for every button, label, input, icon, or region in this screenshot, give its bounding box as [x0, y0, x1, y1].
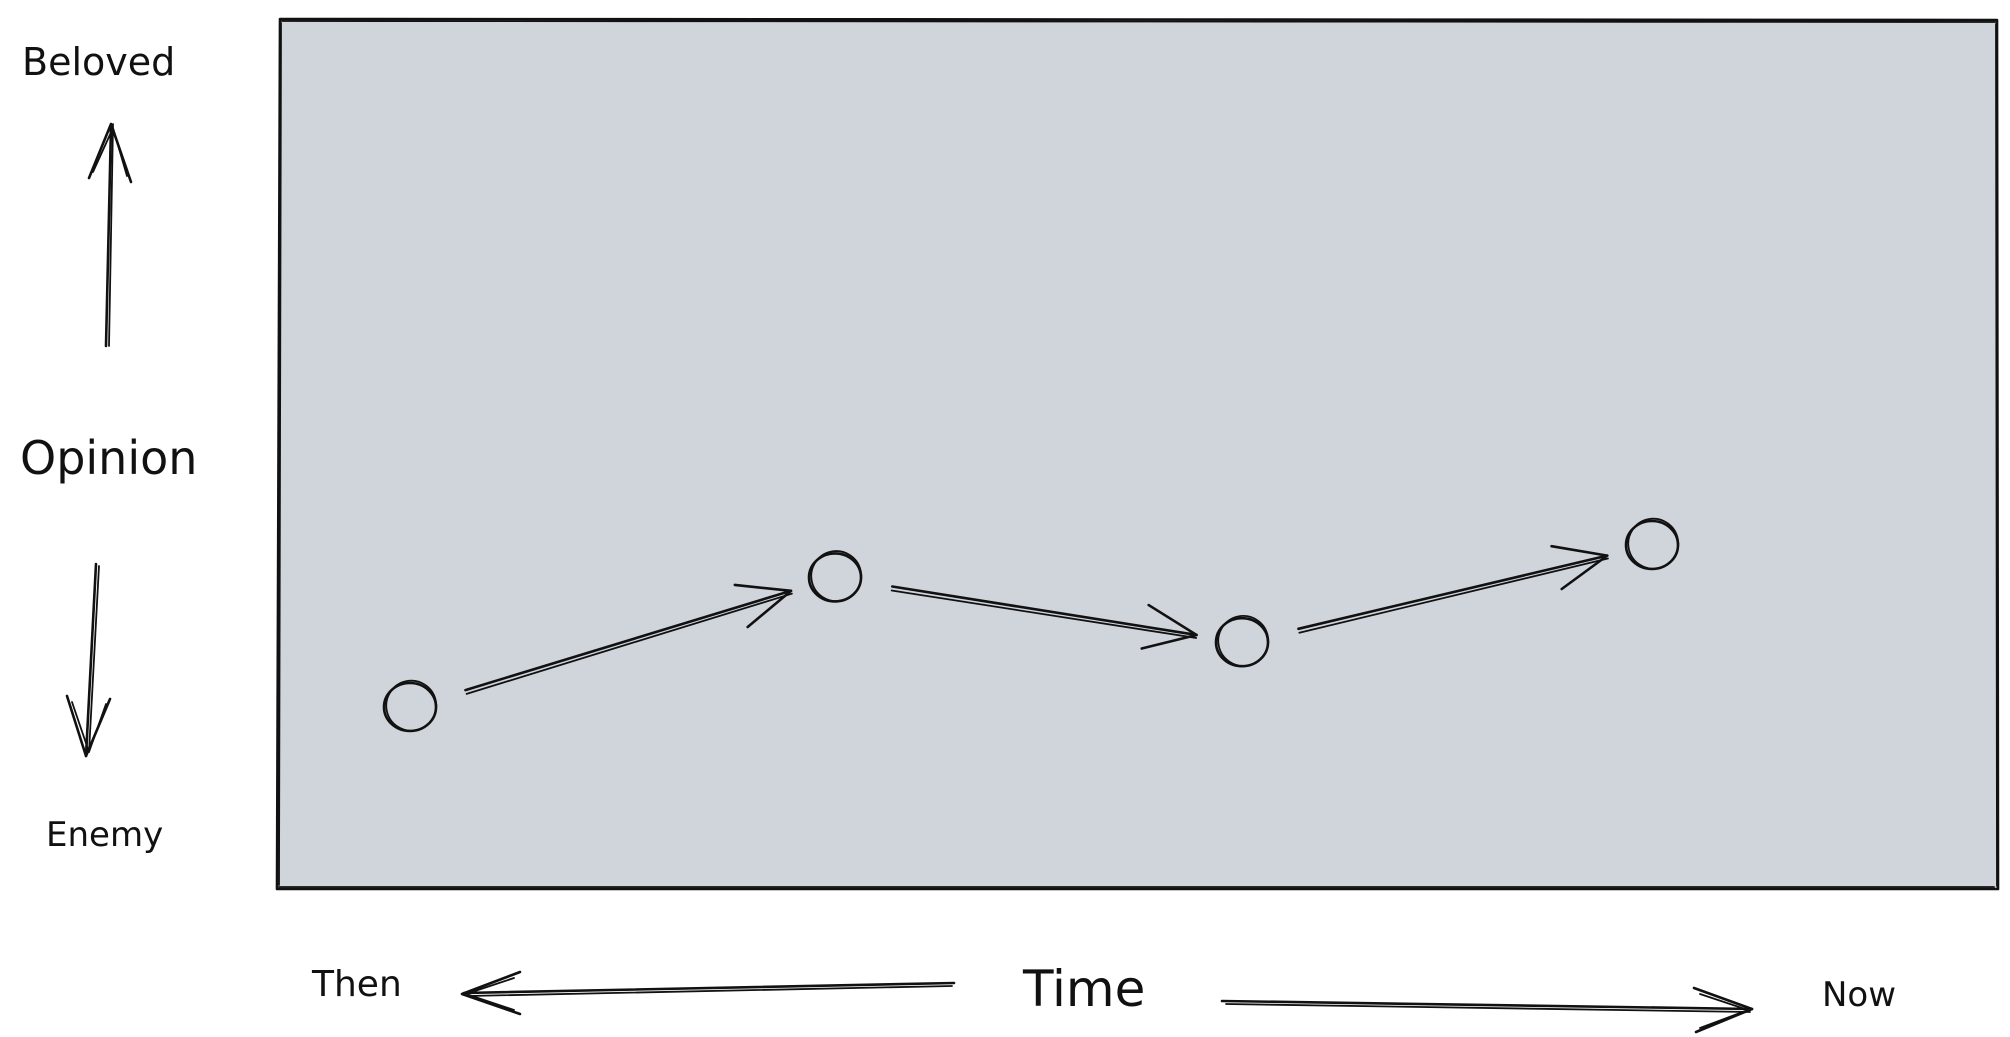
connector-arrow-icon [1297, 544, 1609, 634]
connector-arrow-icon [464, 583, 793, 695]
y-axis: Beloved Opinion Enemy [20, 40, 197, 855]
plot-area [277, 19, 1998, 889]
right-arrow-icon [1220, 986, 1754, 1034]
down-arrow-icon [65, 562, 112, 758]
arrow-shaft-overstroke [890, 589, 1197, 639]
up-arrow-icon [87, 122, 133, 348]
left-arrow-icon [460, 970, 956, 1016]
x-axis-left-label: Then [311, 964, 402, 1005]
plot-border-overstroke [278, 20, 1998, 888]
arrow-head [1550, 544, 1609, 591]
plot-border [275, 17, 2000, 891]
arrow-shaft [1297, 554, 1609, 631]
data-point [1214, 615, 1270, 668]
opinion-series [382, 517, 1680, 733]
arrow-shaft-overstroke [1298, 557, 1609, 634]
y-axis-top-label: Beloved [22, 40, 175, 84]
data-point-circle-overstroke [810, 550, 863, 603]
data-point [807, 550, 863, 603]
x-axis: Then Time Now [311, 960, 1896, 1034]
plot-frame [275, 17, 2000, 891]
data-point [382, 679, 438, 733]
data-point-circle-overstroke [1217, 615, 1270, 667]
data-point-circle-overstroke [385, 679, 438, 732]
data-point-circle-overstroke [1627, 517, 1680, 570]
arrow-shaft [890, 585, 1198, 637]
y-axis-bottom-label: Enemy [46, 815, 163, 855]
data-point [1624, 517, 1680, 571]
arrow-head [733, 583, 793, 629]
connector-arrow-icon [890, 585, 1198, 650]
x-axis-title: Time [1022, 960, 1145, 1018]
y-axis-title: Opinion [20, 431, 197, 485]
arrow-shaft-overstroke [465, 592, 793, 695]
arrow-shaft [464, 589, 793, 692]
arrow-head [1140, 603, 1198, 650]
x-axis-right-label: Now [1822, 975, 1896, 1015]
